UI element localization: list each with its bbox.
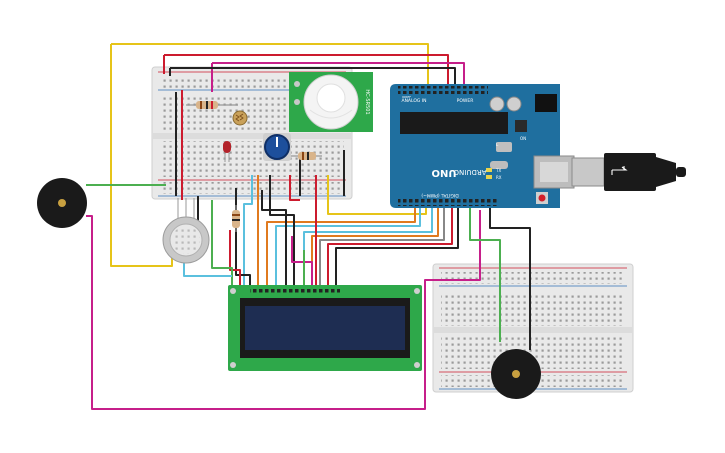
- arduino-brand: ARDUINO: [453, 168, 486, 176]
- potentiometer: [263, 133, 291, 161]
- arduino-model: UNO: [432, 167, 457, 178]
- lcd-16x2: [228, 285, 422, 371]
- pir-label: HC-SR501: [364, 89, 370, 114]
- arduino-ioref: IOREF: [402, 95, 411, 99]
- gas-sensor: [162, 198, 210, 264]
- pir-sensor: HC-SR501: [289, 72, 373, 132]
- arduino-on-label: ON: [520, 136, 526, 141]
- arduino-tx-label: TX: [495, 168, 501, 173]
- led-red: [223, 141, 231, 162]
- arduino-power-header: POWER: [457, 98, 474, 104]
- arduino-uno: ARDUINO UNO DIGITAL (PWM~) POWER ANALOG …: [390, 84, 575, 208]
- arduino-rx-label: RX: [496, 175, 502, 180]
- arduino-digital-header: DIGITAL (PWM~): [421, 192, 459, 198]
- photoresistor: [186, 101, 248, 126]
- resistor-1: [290, 152, 322, 160]
- wires: [86, 43, 531, 410]
- buzzer-left: [37, 178, 87, 228]
- resistor-2: [232, 205, 240, 232]
- arduino-analog-header: ANALOG IN: [401, 98, 426, 104]
- breadboard-right: [432, 263, 634, 393]
- usb-cable: [571, 153, 686, 191]
- buzzer-right: [491, 349, 541, 399]
- arduino-l-label: L: [496, 142, 499, 147]
